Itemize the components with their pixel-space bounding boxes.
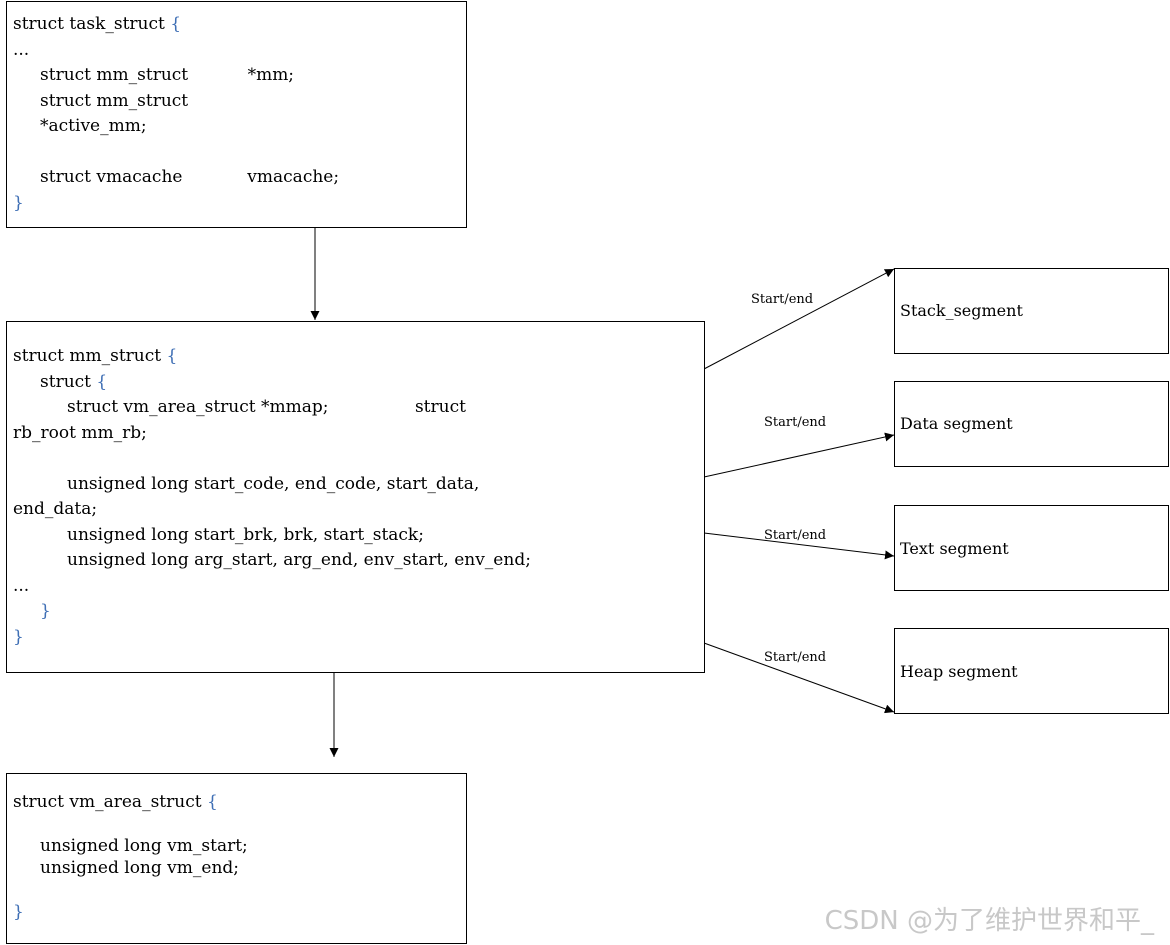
code-text: ... (13, 575, 30, 596)
mm-struct-box: struct mm_struct { struct { struct vm_ar… (6, 321, 705, 673)
code-line: struct task_struct { (13, 12, 339, 38)
code-text: struct mm_struct (13, 90, 189, 111)
stack-segment-box: Stack_segment (894, 268, 1169, 354)
code-text: rb_root mm_rb; (13, 422, 147, 443)
code-line: ... (13, 38, 339, 64)
heap-edge-label: Start/end (764, 650, 827, 665)
code-text: struct mm_struct (13, 346, 167, 366)
code-brace: } (40, 601, 51, 621)
text-segment-box: Text segment (894, 505, 1169, 591)
code-line (13, 446, 531, 472)
code-text: struct (13, 371, 97, 392)
code-line: end_data; (13, 497, 531, 523)
code-text: unsigned long start_brk, brk, start_stac… (13, 524, 424, 545)
code-text: unsigned long vm_start; (13, 836, 248, 856)
code-line (13, 140, 339, 166)
vm-area-struct-box: struct vm_area_struct { unsigned long vm… (6, 773, 467, 944)
code-brace: { (166, 346, 178, 366)
code-brace: { (206, 792, 218, 812)
code-text (13, 601, 40, 621)
code-line: unsigned long vm_end; (13, 857, 248, 879)
code-text: struct vm_area_struct (13, 792, 207, 812)
code-text: struct task_struct (13, 14, 171, 34)
arrow-mm-to-text (703, 532, 895, 560)
code-line: struct vm_area_struct *mmap; struct (13, 395, 531, 421)
arrow-mm-to-heap (703, 642, 895, 714)
code-line (13, 879, 248, 901)
data-segment-label: Data segment (900, 414, 1013, 433)
code-line: unsigned long arg_start, arg_end, env_st… (13, 548, 531, 574)
watermark: CSDN @为了维护世界和平_ (824, 906, 1154, 936)
heap-segment-box: Heap segment (894, 628, 1169, 714)
code-line: struct mm_struct { (13, 344, 531, 370)
stack-edge-label: Start/end (751, 292, 814, 307)
code-line (13, 813, 248, 835)
code-text: struct mm_struct *mm; (13, 65, 295, 85)
text-edge-label: Start/end (764, 528, 827, 543)
code-brace: { (96, 371, 108, 392)
code-text: unsigned long start_code, end_code, star… (13, 473, 480, 494)
code-line: *active_mm; (13, 114, 339, 140)
mm-struct-code: struct mm_struct { struct { struct vm_ar… (13, 344, 531, 650)
code-text: unsigned long arg_start, arg_end, env_st… (13, 550, 531, 570)
code-line: struct vmacache vmacache; (13, 165, 339, 191)
text-segment-label: Text segment (900, 539, 1009, 558)
code-brace: } (13, 626, 24, 647)
code-text: ... (13, 39, 30, 60)
code-line: ... (13, 574, 531, 600)
code-line: unsigned long start_brk, brk, start_stac… (13, 523, 531, 549)
code-text: unsigned long vm_end; (13, 858, 240, 878)
code-line: rb_root mm_rb; (13, 421, 531, 447)
arrow-mm-to-data (703, 432, 895, 478)
data-segment-box: Data segment (894, 381, 1169, 467)
code-text: *active_mm; (13, 116, 147, 136)
code-line: } (13, 901, 248, 923)
heap-segment-label: Heap segment (900, 662, 1018, 681)
task-struct-code: struct task_struct {... struct mm_struct… (13, 12, 339, 216)
code-brace: { (170, 14, 182, 34)
code-line: unsigned long start_code, end_code, star… (13, 472, 531, 498)
code-line: } (13, 625, 531, 651)
code-brace: } (13, 902, 24, 922)
vm-area-struct-code: struct vm_area_struct { unsigned long vm… (13, 791, 248, 923)
code-line: } (13, 191, 339, 217)
code-line: struct { (13, 370, 531, 396)
code-line: } (13, 599, 531, 625)
task-struct-box: struct task_struct {... struct mm_struct… (6, 1, 467, 228)
code-text: end_data; (13, 499, 98, 519)
code-text: struct vmacache vmacache; (13, 167, 340, 187)
code-line: unsigned long vm_start; (13, 835, 248, 857)
code-line: struct mm_struct (13, 89, 339, 115)
code-line: struct vm_area_struct { (13, 791, 248, 813)
arrow-mm-to-stack (703, 268, 895, 370)
code-text: struct vm_area_struct *mmap; struct (13, 397, 466, 417)
stack-segment-label: Stack_segment (900, 301, 1023, 320)
data-edge-label: Start/end (764, 415, 827, 430)
code-brace: } (13, 192, 24, 213)
code-line: struct mm_struct *mm; (13, 63, 339, 89)
